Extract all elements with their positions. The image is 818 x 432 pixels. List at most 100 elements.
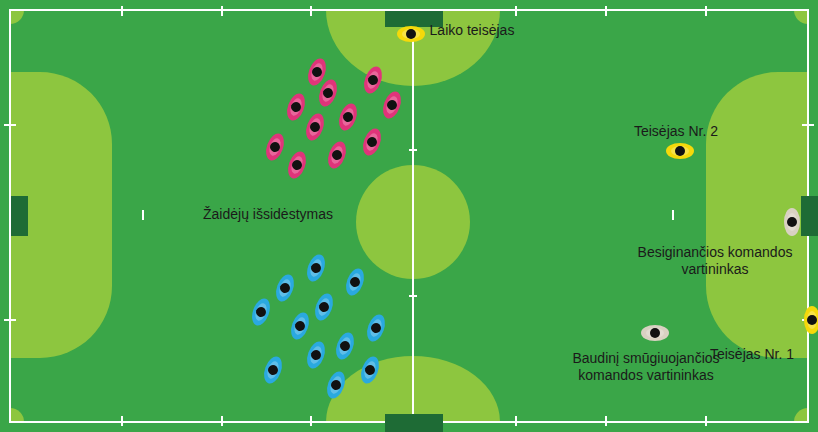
body-shape	[325, 139, 350, 171]
head-dot	[349, 276, 362, 289]
body-shape	[284, 91, 309, 123]
body-highlight	[646, 328, 664, 338]
player-red	[316, 77, 341, 109]
player-red	[303, 111, 328, 143]
player-blue	[304, 252, 329, 284]
field-ticks	[4, 6, 814, 426]
player-blue	[364, 312, 389, 344]
head-dot	[322, 87, 335, 100]
player-blue	[304, 339, 329, 371]
referee	[397, 26, 425, 42]
head-dot	[331, 149, 344, 162]
goal	[801, 196, 818, 236]
bench-box	[385, 414, 443, 432]
field-label: Teisėjas Nr. 2	[634, 123, 718, 140]
body-shape	[666, 143, 694, 159]
field-label: Žaidėjų išsidėstymas	[203, 206, 333, 223]
player-blue	[261, 354, 286, 386]
player-red	[285, 149, 310, 181]
head-dot	[675, 146, 685, 156]
body-highlight	[265, 360, 281, 380]
corner-arc	[794, 408, 808, 422]
head-dot	[406, 29, 416, 39]
body-highlight	[320, 83, 336, 103]
player-blue	[324, 369, 349, 401]
boundary-line	[10, 10, 808, 422]
player-blue	[358, 354, 383, 386]
goalkeeper	[641, 325, 669, 341]
body-shape	[249, 296, 274, 328]
referee	[666, 143, 694, 159]
body-highlight	[364, 132, 380, 152]
head-dot	[807, 315, 817, 325]
head-dot	[269, 141, 282, 154]
player-blue	[288, 310, 313, 342]
player-blue	[312, 291, 337, 323]
penalty-area	[10, 72, 112, 358]
head-dot	[370, 322, 383, 335]
body-highlight	[308, 258, 324, 278]
head-dot	[367, 74, 380, 87]
body-highlight	[316, 297, 332, 317]
head-dot	[650, 328, 660, 338]
body-highlight	[253, 302, 269, 322]
body-highlight	[340, 107, 356, 127]
head-dot	[290, 101, 303, 114]
head-dot	[386, 99, 399, 112]
corner-arc	[10, 10, 24, 24]
body-highlight	[329, 145, 345, 165]
body-highlight	[368, 318, 384, 338]
body-shape	[364, 312, 389, 344]
body-shape	[304, 339, 329, 371]
body-shape	[333, 330, 358, 362]
body-highlight	[307, 117, 323, 137]
body-shape	[303, 111, 328, 143]
body-highlight	[277, 278, 293, 298]
referee	[804, 306, 818, 334]
body-highlight	[402, 29, 420, 39]
head-dot	[291, 159, 304, 172]
field-label: Baudinį smūgiuojančios komandos vartinin…	[564, 350, 729, 384]
halfway-line	[412, 10, 414, 422]
body-shape	[343, 266, 368, 298]
body-shape	[336, 101, 361, 133]
body-shape	[273, 272, 298, 304]
head-dot	[342, 111, 355, 124]
body-shape	[641, 325, 669, 341]
corner-arc	[10, 408, 24, 422]
head-dot	[366, 136, 379, 149]
player-red	[360, 126, 385, 158]
body-shape	[358, 354, 383, 386]
head-dot	[787, 217, 797, 227]
body-highlight	[289, 155, 305, 175]
body-highlight	[807, 311, 817, 329]
body-shape	[361, 64, 386, 96]
head-dot	[267, 364, 280, 377]
player-red	[325, 139, 350, 171]
player-blue	[333, 330, 358, 362]
head-dot	[294, 320, 307, 333]
body-highlight	[365, 70, 381, 90]
player-blue	[249, 296, 274, 328]
body-highlight	[347, 272, 363, 292]
body-highlight	[267, 137, 283, 157]
body-shape	[263, 131, 288, 163]
head-dot	[318, 301, 331, 314]
player-red	[380, 89, 405, 121]
body-shape	[304, 252, 329, 284]
head-dot	[330, 379, 343, 392]
field-label: Laiko teisėjas	[430, 22, 515, 39]
penalty-area	[706, 72, 808, 358]
player-blue	[343, 266, 368, 298]
body-shape	[312, 291, 337, 323]
player-red	[336, 101, 361, 133]
player-red	[284, 91, 309, 123]
field-label: Besiginančios komandos vartininkas	[629, 244, 801, 278]
body-highlight	[671, 146, 689, 156]
body-shape	[784, 208, 800, 236]
head-dot	[311, 66, 324, 79]
body-highlight	[337, 336, 353, 356]
head-dot	[339, 340, 352, 353]
